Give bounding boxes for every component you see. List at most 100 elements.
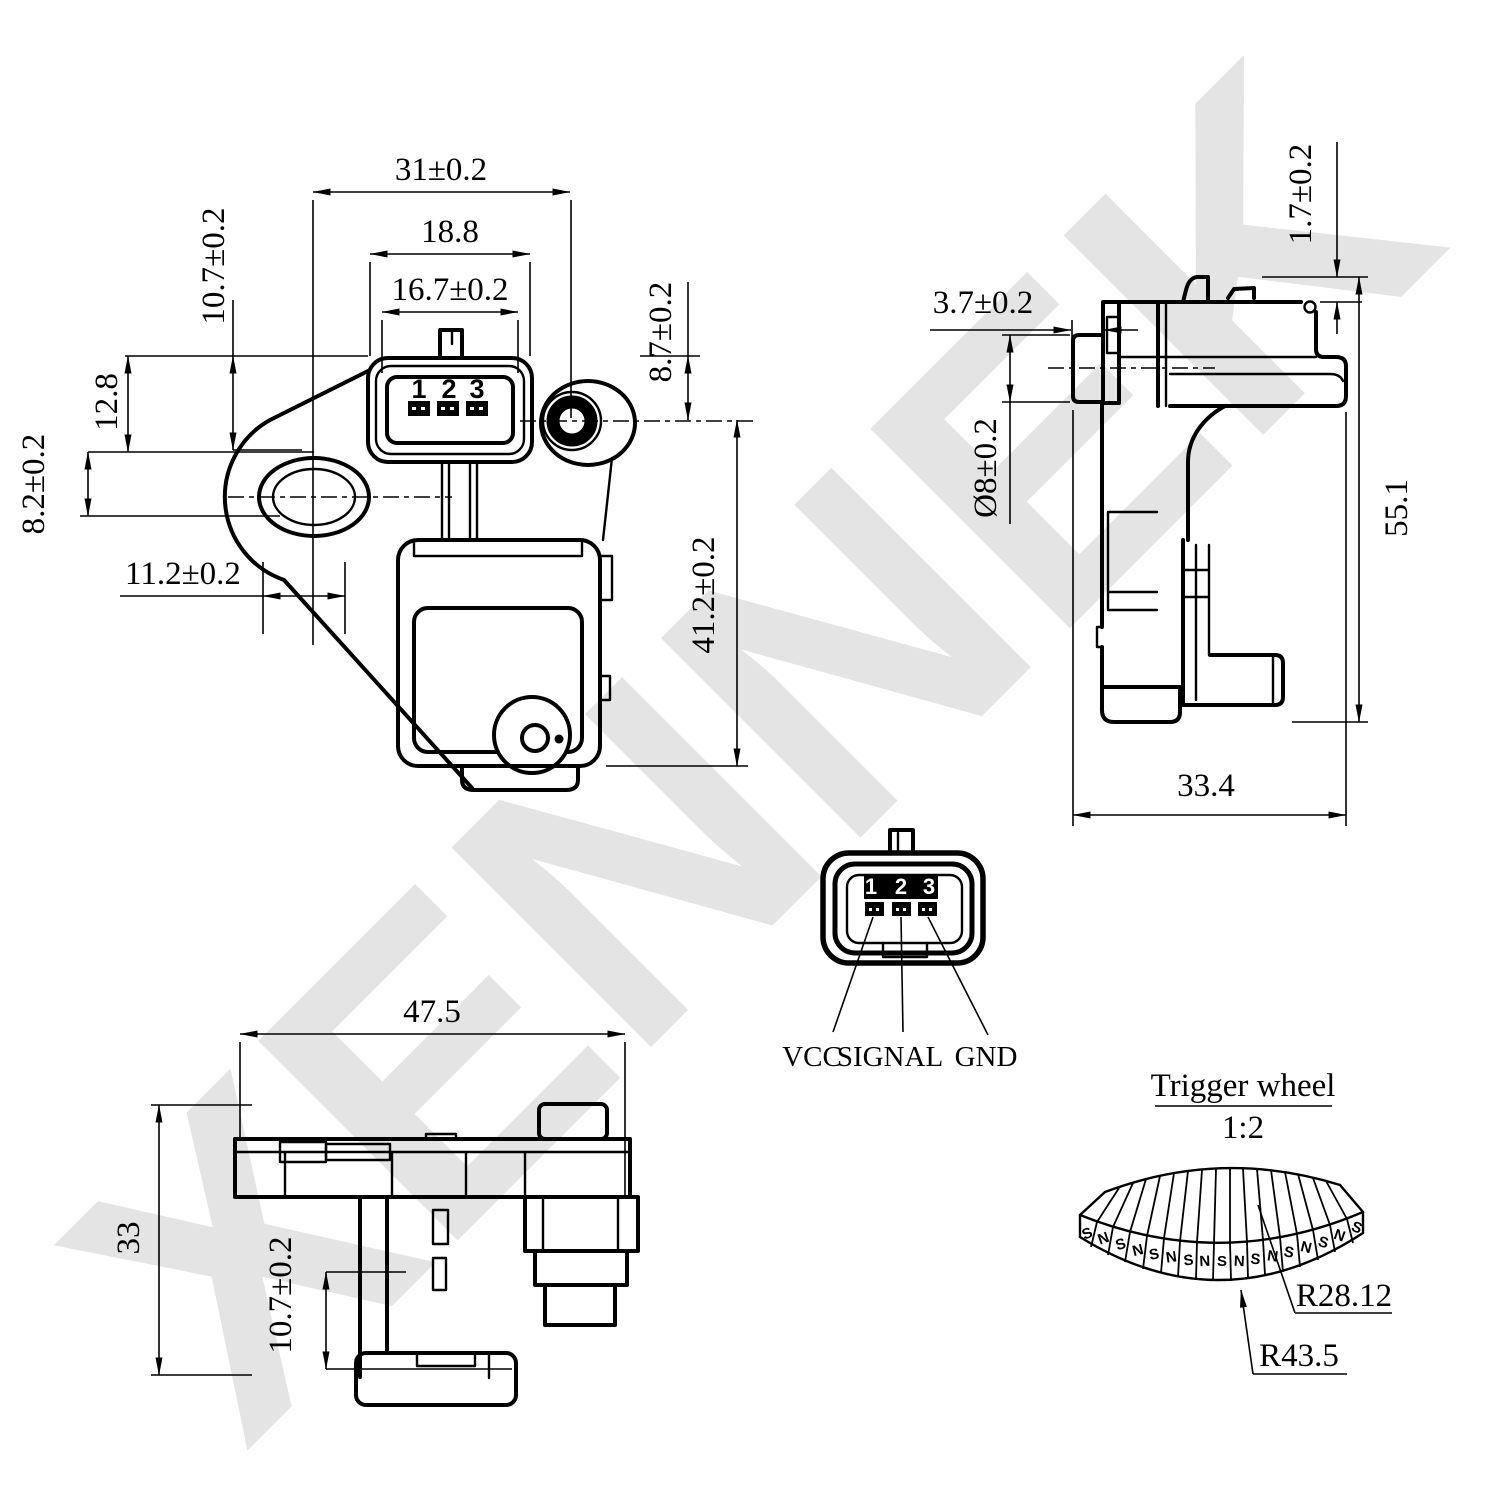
dim-front-overall-width: 31±0.2 bbox=[395, 152, 487, 188]
svg-text:S: S bbox=[1282, 1243, 1295, 1262]
top-shroud-lines bbox=[541, 1195, 620, 1253]
dim-front-connector-top-offset: 10.7±0.2 bbox=[196, 207, 232, 324]
front-pin-3: 3 bbox=[469, 374, 484, 404]
side-bottom-block bbox=[1100, 685, 1182, 724]
dim-front-ear-hole-offset: 8.7±0.2 bbox=[643, 282, 679, 383]
pinout-pads bbox=[865, 902, 937, 916]
svg-text:N: N bbox=[1199, 1253, 1211, 1271]
dim-side-tip-step: 3.7±0.2 bbox=[933, 285, 1034, 321]
side-left-notch bbox=[1095, 625, 1104, 649]
dim-top-connector-depth: 10.7±0.2 bbox=[263, 1236, 299, 1353]
wheel-back-edge bbox=[1103, 1166, 1342, 1194]
svg-text:S: S bbox=[1217, 1253, 1227, 1270]
dim-front-connector-inner-width: 16.7±0.2 bbox=[391, 272, 508, 308]
wheel-bottom-edge bbox=[1078, 1231, 1365, 1282]
trigger-wheel-title: Trigger wheel bbox=[1151, 1068, 1336, 1104]
pinout-shell-mid bbox=[832, 861, 975, 956]
dim-wheel-outer-radius: R43.5 bbox=[1259, 1338, 1339, 1374]
top-slot-a bbox=[431, 1208, 450, 1246]
dim-front-body-height: 41.2±0.2 bbox=[686, 536, 722, 653]
side-right-profile bbox=[1168, 310, 1348, 408]
top-plate-slot2 bbox=[324, 1142, 392, 1162]
svg-text:N: N bbox=[1299, 1238, 1314, 1257]
pinout-tab bbox=[888, 828, 915, 857]
side-inner-block bbox=[1106, 510, 1159, 612]
top-cap bbox=[537, 1102, 609, 1141]
front-bottom-tab bbox=[460, 764, 580, 792]
dim-side-lip-height: 1.7±0.2 bbox=[1283, 144, 1319, 245]
dim-wheel-inner-radius: R28.12 bbox=[1296, 1278, 1392, 1314]
front-body-steps bbox=[598, 554, 614, 702]
front-dimensions: 31±0.2 18.8 16.7±0.2 10.7±0.2 12.8 8.2±0… bbox=[16, 152, 748, 767]
svg-text:N: N bbox=[1266, 1247, 1279, 1265]
front-connector-inner bbox=[385, 375, 515, 445]
top-plate-bump bbox=[424, 1132, 458, 1141]
pinout-label-vcc: VCC bbox=[782, 1041, 842, 1073]
dim-side-overall-depth: 33.4 bbox=[1177, 768, 1235, 804]
svg-text:S: S bbox=[1316, 1233, 1330, 1252]
wheel-segment-lines bbox=[1090, 1168, 1354, 1281]
side-view: 3.7±0.2 1.7±0.2 Ø8±0.2 55.1 33.4 bbox=[930, 142, 1415, 826]
side-top-tabs bbox=[1181, 275, 1256, 304]
side-foot bbox=[1208, 653, 1285, 707]
side-seams bbox=[1117, 355, 1345, 383]
pinout-label-signal: SIGNAL bbox=[837, 1041, 943, 1073]
top-slot-b bbox=[431, 1256, 448, 1292]
svg-text:N: N bbox=[1131, 1241, 1146, 1260]
svg-text:N: N bbox=[1096, 1229, 1112, 1249]
wheel-radius-callouts: R28.12 R43.5 bbox=[1240, 1204, 1392, 1375]
pinout-pin-3: 3 bbox=[923, 874, 935, 899]
dim-front-connector-width: 18.8 bbox=[421, 214, 479, 250]
front-pin-1: 1 bbox=[411, 374, 426, 404]
side-shroud-edge bbox=[1181, 538, 1212, 707]
trigger-wheel-view: Trigger wheel 1:2 S N S bbox=[1078, 1068, 1392, 1375]
top-view: 47.5 33 10.7±0.2 bbox=[111, 994, 640, 1407]
top-leg bbox=[358, 1195, 389, 1379]
dim-front-slot-height: 8.2±0.2 bbox=[16, 434, 52, 535]
side-lip-hook bbox=[1303, 300, 1317, 314]
wheel-ridge bbox=[1078, 1210, 1365, 1244]
pinout-view: 1 2 3 VCC SIGNAL GND bbox=[782, 828, 1018, 1073]
front-connector-tab bbox=[438, 328, 464, 360]
svg-text:S: S bbox=[1250, 1251, 1262, 1269]
front-boss-dot bbox=[554, 734, 564, 744]
top-foot-notch bbox=[415, 1351, 491, 1380]
wheel-pole-labels: S N S N S N S N S N S N S N S N S bbox=[1079, 1218, 1364, 1270]
svg-text:S: S bbox=[1114, 1235, 1128, 1254]
front-centerlines bbox=[228, 420, 756, 498]
front-body-topstrip bbox=[412, 538, 584, 558]
pinout-pin-2: 2 bbox=[895, 874, 907, 899]
svg-text:N: N bbox=[1332, 1226, 1348, 1246]
front-connector-mid bbox=[374, 364, 526, 456]
svg-text:S: S bbox=[1148, 1245, 1161, 1264]
top-dimensions: 47.5 33 10.7±0.2 bbox=[111, 994, 626, 1376]
svg-text:N: N bbox=[1233, 1253, 1245, 1271]
top-foot bbox=[354, 1351, 518, 1407]
svg-text:S: S bbox=[1079, 1224, 1095, 1244]
top-plate-lines bbox=[233, 1150, 632, 1199]
pinout-leader-vcc bbox=[832, 916, 874, 1033]
dim-side-tip-diameter: Ø8±0.2 bbox=[968, 418, 1004, 518]
pinout-leader-gnd bbox=[927, 916, 989, 1036]
front-pin-pads bbox=[408, 401, 488, 416]
trigger-wheel-scale: 1:2 bbox=[1222, 1110, 1264, 1146]
pinout-pin-box bbox=[864, 875, 938, 899]
front-stem bbox=[440, 460, 479, 542]
front-boss bbox=[492, 695, 572, 775]
pinout-label-gnd: GND bbox=[955, 1041, 1018, 1073]
front-view: 1 2 3 31±0.2 18.8 16.7±0.2 bbox=[16, 152, 756, 792]
dim-top-overall-width: 47.5 bbox=[403, 994, 461, 1030]
front-pin-2: 2 bbox=[441, 374, 456, 404]
dim-top-overall-height: 33 bbox=[111, 1222, 147, 1255]
pinout-leader-signal bbox=[900, 916, 904, 1033]
top-shroud-3 bbox=[543, 1283, 617, 1327]
svg-text:N: N bbox=[1165, 1248, 1178, 1266]
front-boss-hole bbox=[520, 723, 550, 753]
side-dimensions: 3.7±0.2 1.7±0.2 Ø8±0.2 55.1 33.4 bbox=[930, 142, 1415, 826]
side-neck bbox=[1186, 404, 1227, 542]
svg-text:S: S bbox=[1183, 1252, 1195, 1270]
dim-front-slot-offset: 11.2±0.2 bbox=[125, 556, 241, 592]
dim-front-connector-height: 12.8 bbox=[89, 373, 125, 431]
